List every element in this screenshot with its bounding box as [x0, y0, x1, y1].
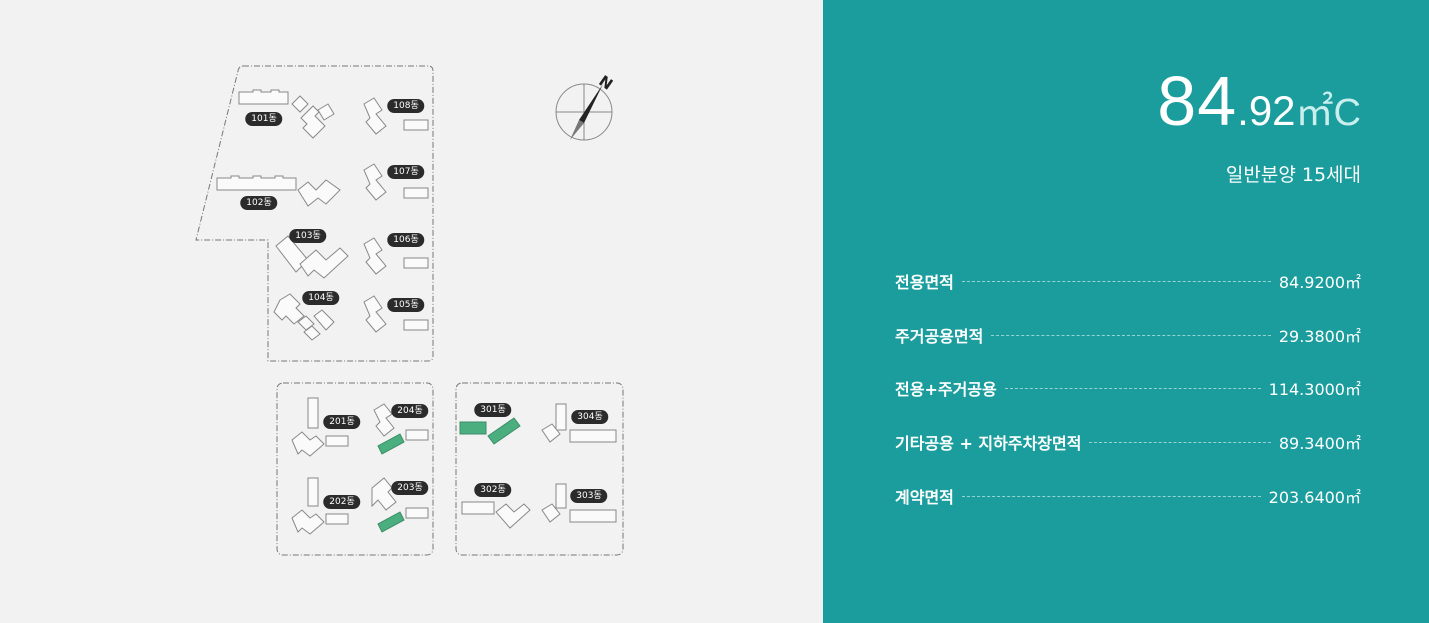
compass-icon — [555, 83, 613, 141]
building-301-highlight-right — [487, 417, 521, 445]
detail-row-exclusive-plus-common: 전용+주거공용 114.3000㎡ — [895, 376, 1361, 400]
building-label-102[interactable]: 102동 — [240, 196, 278, 210]
building-label-302[interactable]: 302동 — [474, 483, 512, 497]
building-label-104[interactable]: 104동 — [302, 291, 340, 305]
unit-type-area: 84.92㎡C — [1157, 66, 1361, 136]
supply-units-text: 일반분양 15세대 — [1225, 164, 1361, 186]
building-label-301[interactable]: 301동 — [474, 403, 512, 417]
building-label-101[interactable]: 101동 — [245, 112, 283, 126]
building-102-footprint — [216, 175, 341, 207]
area-unit-type: ㎡C — [1295, 92, 1361, 134]
detail-value: 203.6400㎡ — [1268, 488, 1361, 507]
block-2-outline — [276, 382, 434, 556]
building-104-footprint — [273, 293, 335, 341]
detail-label: 주거공용면적 — [895, 327, 984, 346]
building-202-footprint — [291, 477, 349, 535]
building-204-footprint — [373, 403, 429, 441]
detail-value: 84.9200㎡ — [1278, 273, 1361, 292]
building-101-footprint — [238, 89, 335, 139]
detail-value: 89.3400㎡ — [1278, 434, 1361, 453]
site-plan-drawing: N — [195, 65, 624, 556]
dashed-divider — [991, 334, 1271, 336]
highlighted-footprints — [377, 417, 521, 533]
detail-label: 전용면적 — [895, 273, 954, 292]
building-105-footprint — [363, 295, 429, 333]
detail-row-residential-common: 주거공용면적 29.3800㎡ — [895, 323, 1361, 347]
building-label-107[interactable]: 107동 — [387, 165, 425, 179]
building-label-105[interactable]: 105동 — [387, 298, 425, 312]
compass-north-label: N — [595, 72, 616, 94]
block-3-outline — [455, 382, 624, 556]
building-201-footprint — [291, 397, 349, 457]
building-106-footprint — [363, 237, 429, 275]
dashed-divider — [961, 495, 1261, 497]
detail-row-contract: 계약면적 203.6400㎡ — [895, 484, 1361, 508]
building-label-203[interactable]: 203동 — [391, 481, 429, 495]
building-303-footprint — [541, 483, 617, 523]
detail-label: 전용+주거공용 — [895, 380, 997, 399]
dashed-divider — [1004, 387, 1261, 389]
dashed-divider — [961, 280, 1271, 282]
detail-value: 29.3800㎡ — [1278, 327, 1361, 346]
building-label-202[interactable]: 202동 — [323, 495, 361, 509]
detail-label: 계약면적 — [895, 488, 954, 507]
building-108-footprint — [363, 97, 429, 135]
unit-info-panel: 84.92㎡C 일반분양 15세대 전용면적 84.9200㎡ 주거공용면적 2… — [823, 0, 1429, 623]
building-label-103[interactable]: 103동 — [289, 229, 327, 243]
building-302-footprint — [461, 501, 531, 529]
building-label-204[interactable]: 204동 — [391, 404, 429, 418]
building-label-304[interactable]: 304동 — [571, 410, 609, 424]
building-label-201[interactable]: 201동 — [323, 415, 361, 429]
detail-row-exclusive: 전용면적 84.9200㎡ — [895, 269, 1361, 293]
dashed-divider — [1089, 441, 1271, 443]
building-301-highlight-left — [459, 421, 487, 435]
site-map: N — [195, 65, 624, 556]
building-label-106[interactable]: 106동 — [387, 233, 425, 247]
building-304-footprint — [541, 403, 617, 443]
building-103-footprint — [275, 235, 349, 279]
detail-value: 114.3000㎡ — [1268, 380, 1361, 399]
building-107-footprint — [363, 163, 429, 201]
area-integer: 84 — [1157, 62, 1238, 140]
building-203-highlight — [377, 511, 405, 533]
area-decimal: .92 — [1237, 87, 1296, 134]
block-1-outline — [195, 65, 434, 362]
building-footprints — [216, 89, 617, 535]
building-204-highlight — [377, 433, 405, 455]
detail-row-other-common-parking: 기타공용 + 지하주차장면적 89.3400㎡ — [895, 430, 1361, 454]
building-203-footprint — [371, 477, 429, 519]
building-label-303[interactable]: 303동 — [570, 489, 608, 503]
detail-label: 기타공용 + 지하주차장면적 — [895, 434, 1082, 453]
building-label-108[interactable]: 108동 — [387, 99, 425, 113]
